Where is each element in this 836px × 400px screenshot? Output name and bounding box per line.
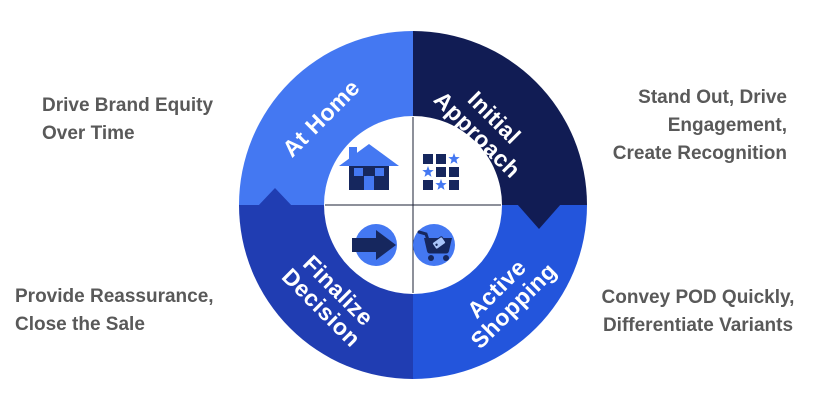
annotation-active-shopping: Convey POD Quickly, Differentiate Varian… — [568, 284, 828, 340]
annotation-at-home: Drive Brand Equity Over Time — [42, 92, 213, 148]
annotation-line: Engagement, — [667, 115, 787, 136]
flow-arrow-down-notch — [517, 204, 561, 229]
annotation-line: Stand Out, Drive — [638, 87, 787, 108]
annotation-finalize-decision: Provide Reassurance, Close the Sale — [15, 283, 214, 339]
house-icon — [339, 144, 399, 190]
annotation-line: Over Time — [42, 123, 135, 144]
annotation-line: Drive Brand Equity — [42, 95, 214, 116]
annotation-line: Provide Reassurance, — [15, 286, 214, 307]
annotation-line: Close the Sale — [15, 314, 145, 335]
shopping-cart-icon — [413, 224, 455, 266]
arrow-right-icon — [352, 224, 397, 266]
annotation-line: Differentiate Variants — [602, 315, 794, 336]
annotation-initial-approach: Stand Out, Drive Engagement, Create Reco… — [613, 84, 787, 168]
flow-arrow-up-notch — [257, 188, 293, 207]
annotation-line: Convey POD Quickly, — [601, 287, 795, 308]
brand-grid-icon — [422, 153, 460, 190]
annotation-line: Create Recognition — [612, 143, 787, 164]
